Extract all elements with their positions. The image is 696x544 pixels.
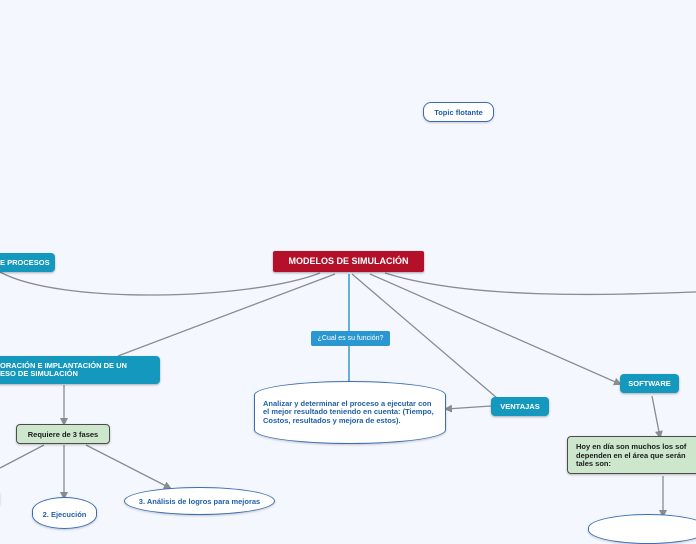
- fases-label: Requiere de 3 fases: [27, 429, 99, 439]
- ventajas-node[interactable]: VENTAJAS: [491, 397, 549, 416]
- link-main-software: [369, 273, 622, 386]
- link-main-right: [384, 272, 696, 296]
- link-fases-analisis: [85, 444, 172, 489]
- link-main-ventajas: [351, 273, 498, 399]
- software-desc-label: Hoy en día son muchos los sof dependen e…: [576, 442, 687, 468]
- central-topic-node[interactable]: MODELOS DE SIMULACIÓN: [273, 251, 424, 272]
- link-main-elaboracion: [117, 273, 336, 357]
- floating-topic-node[interactable]: Topic flotante: [423, 102, 494, 122]
- funcion-question-node[interactable]: ¿Cual es su función?: [311, 331, 390, 346]
- link-software-desc: [651, 395, 663, 439]
- ventajas-label: VENTAJAS: [500, 402, 540, 411]
- analisis-node[interactable]: 3. Análisis de logros para mejoras: [124, 487, 275, 515]
- ejecucion-label: 2. Ejecución: [42, 510, 87, 519]
- central-topic-label: MODELOS DE SIMULACIÓN: [288, 256, 409, 266]
- software-label: SOFTWARE: [628, 379, 671, 388]
- link-ventajas-funcion: [444, 404, 492, 413]
- funcion-question-label: ¿Cual es su función?: [317, 335, 384, 342]
- fases-node[interactable]: Requiere de 3 fases: [16, 424, 110, 444]
- funcion-answer-label: Analizar y determinar el proceso a ejecu…: [263, 398, 434, 425]
- bottom-right-node[interactable]: [588, 514, 696, 544]
- connector-layer: [0, 271, 696, 518]
- procesos-node[interactable]: E PROCESOS: [0, 253, 55, 272]
- analisis-label: 3. Análisis de logros para mejoras: [138, 496, 261, 506]
- link-main-procesos: [0, 271, 321, 296]
- procesos-label: E PROCESOS: [0, 258, 50, 267]
- elaboracion-label: ORACIÓN E IMPLANTACIÓN DE UN ESO DE SIMU…: [0, 361, 127, 378]
- floating-topic-label: Topic flotante: [434, 107, 483, 117]
- software-desc-node[interactable]: Hoy en día son muchos los sof dependen e…: [567, 436, 696, 474]
- elaboracion-node[interactable]: ORACIÓN E IMPLANTACIÓN DE UN ESO DE SIMU…: [0, 356, 160, 384]
- link-fases-left: [0, 444, 45, 469]
- ejecucion-node[interactable]: 2. Ejecución: [32, 497, 97, 529]
- software-node[interactable]: SOFTWARE: [620, 374, 679, 393]
- funcion-answer-node[interactable]: Analizar y determinar el proceso a ejecu…: [254, 381, 446, 444]
